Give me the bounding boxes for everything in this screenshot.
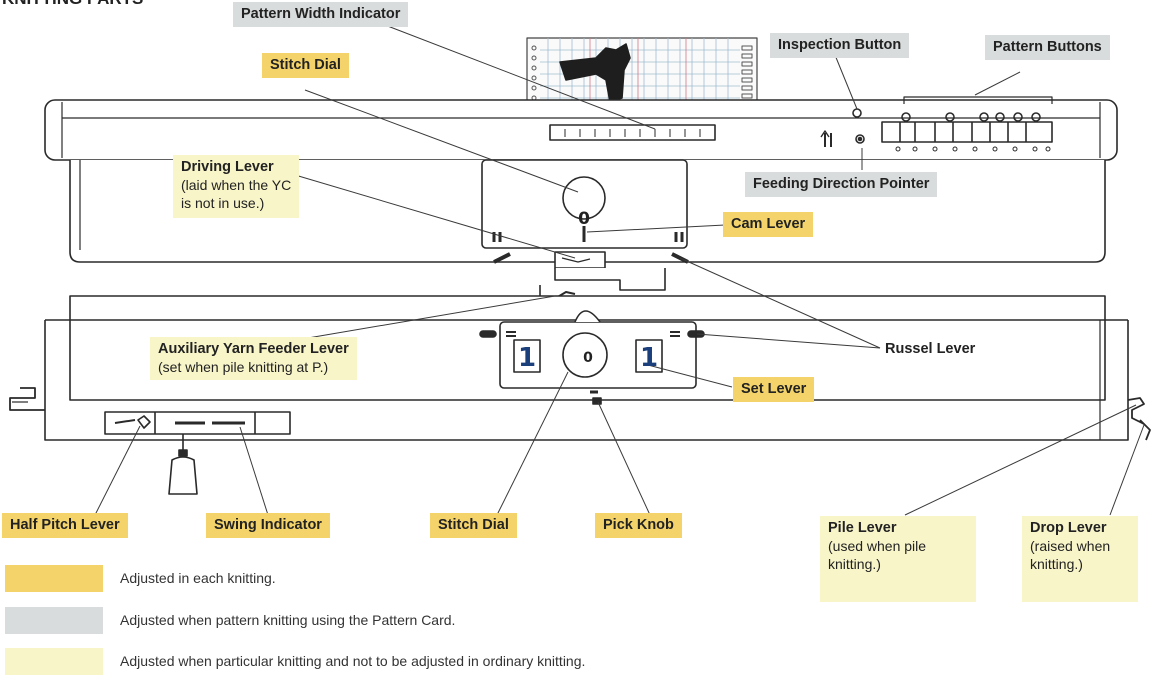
label-set-lever: Set Lever [733, 377, 815, 402]
label-pattern-buttons: Pattern Buttons [985, 35, 1110, 60]
pattern-width-indicator-strip [549, 124, 716, 141]
label-inspection-button: Inspection Button [770, 33, 910, 58]
right-set-window [635, 339, 663, 373]
drop-lever-note-line-2: knitting.) [1030, 556, 1083, 572]
label-russel-lever: Russel Lever [885, 340, 975, 358]
pile-lever-title: Pile Lever [828, 520, 897, 536]
pattern-card [526, 37, 758, 109]
drop-lever-note-line-1: (raised when [1030, 538, 1111, 554]
label-auxiliary-yarn-feeder-lever: Auxiliary Yarn Feeder Lever (set when pi… [150, 337, 357, 380]
russel-lever-text: Russel Lever [885, 341, 976, 357]
label-half-pitch-lever: Half Pitch Lever [2, 513, 128, 538]
pick-knob[interactable] [592, 397, 602, 405]
driving-lever-note-line-1: (laid when the YC [181, 177, 292, 193]
auxiliary-yarn-feeder-lever-title: Auxiliary Yarn Feeder Lever [158, 341, 349, 357]
label-driving-lever: Driving Lever (laid when the YC is not i… [173, 155, 300, 218]
driving-lever-note-line-2: is not in use.) [181, 195, 265, 211]
left-set-window [513, 339, 541, 373]
upper-carriage [481, 159, 688, 249]
label-pick-knob: Pick Knob [595, 513, 682, 538]
lower-dial-number: 0 [583, 350, 593, 366]
label-pile-lever: Pile Lever (used when pile knitting.) [820, 516, 976, 602]
label-stitch-dial-top: Stitch Dial [262, 53, 349, 78]
upper-stitch-dial[interactable] [562, 176, 606, 220]
left-set-number: 1 [518, 343, 536, 373]
right-set-number: 1 [640, 343, 658, 373]
upper-dial-number: 0 [578, 209, 590, 229]
label-swing-indicator: Swing Indicator [206, 513, 330, 538]
legend-text-gray: Adjusted when pattern knitting using the… [120, 612, 456, 628]
pile-lever-note-line-1: (used when pile [828, 538, 927, 554]
label-drop-lever: Drop Lever (raised when knitting.) [1022, 516, 1138, 602]
label-feeding-direction-pointer: Feeding Direction Pointer [745, 172, 938, 197]
legend-swatch-gray [5, 607, 103, 634]
section-header: KNITTING PARTS [2, 0, 143, 9]
legend-text-yellow: Adjusted in each knitting. [120, 570, 276, 586]
label-pattern-width-indicator: Pattern Width Indicator [233, 2, 409, 27]
auxiliary-yarn-feeder-lever-note: (set when pile knitting at P.) [158, 359, 329, 375]
lower-stitch-dial[interactable] [562, 332, 608, 378]
half-pitch-lever[interactable] [114, 415, 151, 429]
legend-swatch-yellow [5, 565, 103, 592]
driving-lever-title: Driving Lever [181, 159, 274, 175]
legend-text-pale: Adjusted when particular knitting and no… [120, 653, 586, 669]
legend-swatch-pale [5, 648, 103, 675]
drop-lever[interactable] [1139, 419, 1151, 441]
label-stitch-dial-bottom: Stitch Dial [430, 513, 517, 538]
weight [168, 456, 198, 495]
pattern-buttons-block[interactable] [881, 112, 1053, 152]
pile-lever-note-line-2: knitting.) [828, 556, 881, 572]
label-cam-lever: Cam Lever [723, 212, 814, 237]
feeding-direction-pointer [820, 130, 832, 147]
drop-lever-title: Drop Lever [1030, 520, 1107, 536]
